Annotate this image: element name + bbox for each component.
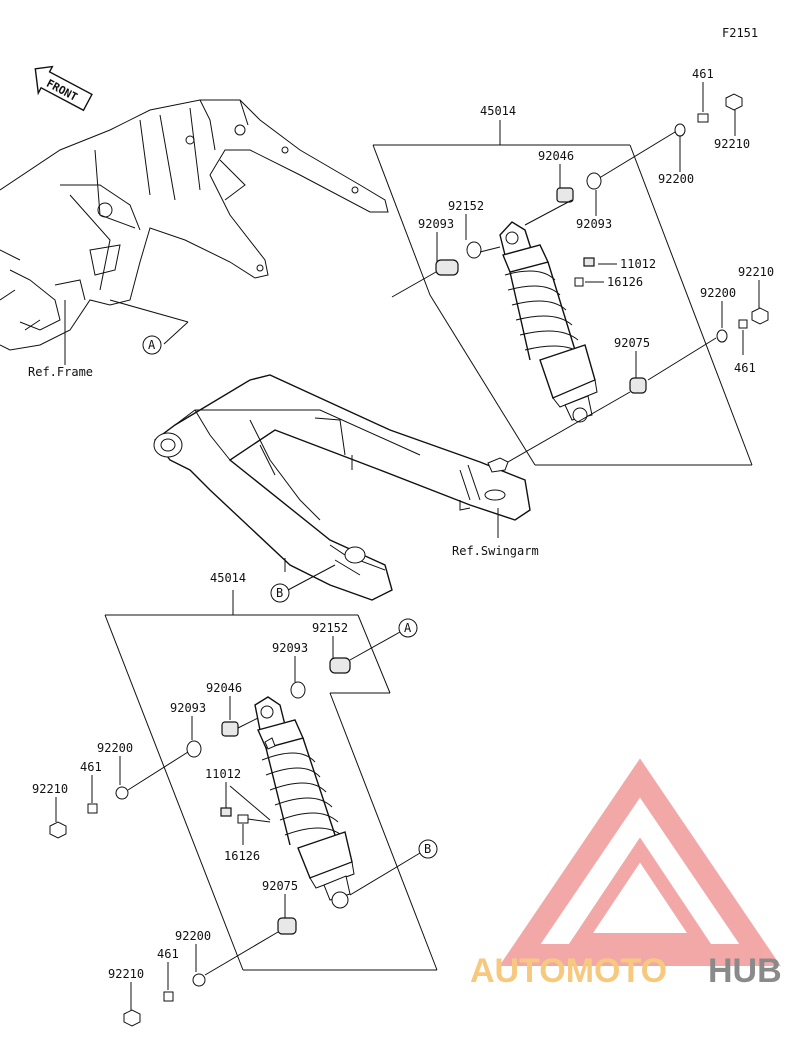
upper-nut-92210-top [725, 93, 743, 111]
lower-part-92210-bottom: 92210 [108, 967, 144, 981]
lower-washer-92200-left [115, 786, 129, 800]
upper-nut-92210-right [751, 307, 769, 325]
lower-part-92046: 92046 [206, 681, 242, 695]
upper-part-92093-left: 92152 [448, 199, 484, 213]
lower-bearing-92046 [221, 721, 239, 737]
lower-part-92200-left: 92200 [97, 741, 133, 755]
upper-part-92210-top: 92210 [714, 137, 750, 151]
lower-washer-92200-bottom [192, 973, 206, 987]
lower-shock-absorber [254, 696, 355, 909]
lower-part-461-left: 461 [80, 760, 102, 774]
callout-a-bubble-lower [398, 618, 418, 638]
upper-shock-absorber [499, 221, 598, 423]
lower-part-461-bottom: 461 [157, 947, 179, 961]
figure-code: F2151 [722, 26, 758, 40]
upper-assembly-bracket [372, 120, 753, 466]
upper-part-11012: 11012 [620, 257, 656, 271]
upper-part-92046: 92046 [538, 149, 574, 163]
lower-assembly-bracket [104, 590, 438, 971]
lower-part-92093-top: 92093 [272, 641, 308, 655]
lower-valve-16126 [237, 814, 249, 824]
upper-part-92152: 92093 [418, 217, 454, 231]
callout-b-leader-swingarm [287, 564, 336, 591]
lower-part-92210-left: 92210 [32, 782, 68, 796]
upper-washer-461-top [697, 113, 709, 123]
upper-bushing-92075 [629, 377, 647, 394]
lower-part-16126: 16126 [224, 849, 260, 863]
lower-bushing-92075 [277, 917, 297, 935]
lower-part-92200-bottom: 92200 [175, 929, 211, 943]
upper-part-92093-right: 92093 [576, 217, 612, 231]
upper-assembly-number: 45014 [480, 104, 516, 118]
callout-b-label-swingarm: B [276, 586, 283, 600]
callout-b-bubble-swingarm [270, 583, 290, 603]
lower-part-92093-left: 92093 [170, 701, 206, 715]
upper-fitting-11012 [583, 257, 595, 267]
upper-part-16126: 16126 [607, 275, 643, 289]
lower-nut-92210-bottom [123, 1009, 141, 1027]
upper-seal-92093-left [466, 241, 482, 259]
callout-a-bubble-frame [142, 335, 162, 355]
watermark-text-hub: HUB [708, 952, 782, 990]
upper-part-92075: 92075 [614, 336, 650, 350]
callout-a-label-frame: A [148, 338, 156, 352]
lower-fitting-detail [264, 737, 276, 750]
callout-b-label-lower: B [424, 842, 431, 856]
upper-part-461-top: 461 [692, 67, 714, 81]
lower-nut-92210-left [49, 821, 67, 839]
callout-a-label-lower: A [404, 621, 412, 635]
upper-washer-92200-top [674, 123, 686, 137]
lower-collar-92152 [329, 657, 351, 674]
lower-part-11012: 11012 [205, 767, 241, 781]
ref-swingarm-label: Ref.Swingarm [452, 544, 539, 558]
lower-fitting-11012 [220, 807, 232, 817]
lower-assembly-number: 45014 [210, 571, 246, 585]
watermark-logo [499, 758, 781, 966]
ref-frame-label: Ref.Frame [28, 365, 93, 379]
lower-part-92075: 92075 [262, 879, 298, 893]
upper-part-92200-right: 92200 [658, 172, 694, 186]
upper-part-92200-mid: 92200 [700, 286, 736, 300]
front-label: FRONT [44, 77, 80, 104]
watermark-text-automoto: AUTOMOTO [470, 952, 667, 990]
lower-seal-92093-left [186, 740, 202, 758]
upper-washer-92200-mid [716, 329, 728, 343]
upper-part-92210-right: 92210 [738, 265, 774, 279]
front-arrow: FRONT [34, 65, 93, 112]
upper-valve-16126 [574, 277, 584, 287]
swingarm-drawing [153, 374, 531, 601]
lower-part-92152: 92152 [312, 621, 348, 635]
callout-b-bubble-lower [418, 839, 438, 859]
lower-seal-92093-top [290, 681, 306, 699]
upper-seal-92093-right [586, 172, 602, 190]
upper-bearing-92046 [556, 187, 574, 203]
lower-washer-461-bottom [163, 991, 174, 1002]
callout-a-leader-frame [109, 299, 189, 323]
upper-collar-92152 [435, 259, 459, 276]
frame-drawing [0, 99, 389, 351]
upper-part-461-mid: 461 [734, 361, 756, 375]
upper-washer-461-mid [738, 319, 748, 329]
lower-washer-461-left [87, 803, 98, 814]
